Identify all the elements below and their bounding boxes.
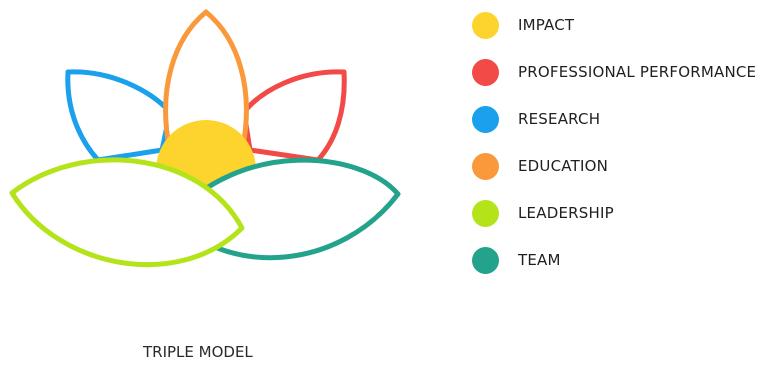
- legend-item-education: EDUCATION: [472, 151, 756, 181]
- education-color-dot: [472, 152, 499, 180]
- leadership-color-dot: [472, 199, 499, 227]
- legend-label: TEAM: [518, 251, 561, 269]
- research-color-dot: [472, 105, 499, 133]
- legend-label: RESEARCH: [518, 110, 601, 128]
- legend-label: LEADERSHIP: [518, 204, 614, 222]
- legend-label: IMPACT: [518, 16, 575, 34]
- legend-label: PROFESSIONAL PERFORMANCE: [518, 63, 757, 81]
- impact-color-dot: [472, 11, 499, 39]
- professional-performance-color-dot: [472, 58, 499, 86]
- legend-item-research: RESEARCH: [472, 104, 756, 134]
- legend-item-team: TEAM: [472, 245, 756, 275]
- legend-item-impact: IMPACT: [472, 10, 756, 40]
- legend: IMPACT PROFESSIONAL PERFORMANCE RESEARCH…: [472, 10, 756, 292]
- petal-leadership: [9, 157, 245, 268]
- team-color-dot: [472, 246, 499, 274]
- petal-research: [65, 69, 173, 163]
- petal-professional-performance: [241, 69, 347, 163]
- legend-item-leadership: LEADERSHIP: [472, 198, 756, 228]
- lotus-diagram: [9, 9, 401, 268]
- legend-label: EDUCATION: [518, 157, 608, 175]
- diagram-caption: TRIPLE MODEL: [143, 343, 253, 361]
- legend-item-professional-performance: PROFESSIONAL PERFORMANCE: [472, 57, 756, 87]
